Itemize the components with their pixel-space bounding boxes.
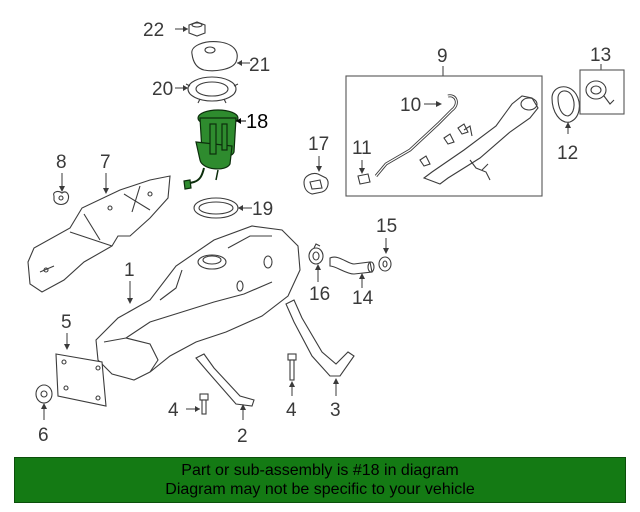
part-4-bolt-right[interactable] — [287, 353, 297, 381]
banner-line-1: Part or sub-assembly is #18 in diagram — [181, 462, 459, 479]
callout-19: 19 — [252, 199, 273, 220]
callout-3: 3 — [330, 400, 341, 421]
part-20-lock-ring[interactable] — [185, 76, 239, 104]
callout-22: 22 — [143, 20, 164, 41]
info-banner: Part or sub-assembly is #18 in diagram D… — [14, 457, 626, 503]
part-13-fuel-cap[interactable] — [579, 69, 625, 115]
callout-9: 9 — [437, 46, 448, 67]
part-21-cover[interactable] — [191, 41, 238, 72]
part-7-heat-insulator[interactable] — [27, 175, 171, 293]
callout-5: 5 — [61, 312, 72, 333]
callout-1: 1 — [124, 260, 135, 281]
callout-18: 18 — [246, 111, 268, 133]
part-9-filler-assembly[interactable] — [345, 75, 543, 197]
callout-13: 13 — [590, 45, 611, 66]
part-14-hose[interactable] — [329, 256, 375, 275]
callout-16: 16 — [309, 284, 330, 305]
part-6-grommet[interactable] — [35, 384, 53, 404]
part-12-gasket[interactable] — [551, 86, 580, 123]
part-10-breather-tube[interactable] — [374, 94, 458, 177]
callout-6: 6 — [38, 425, 49, 446]
part-19-gasket[interactable] — [193, 197, 239, 219]
callout-21: 21 — [249, 55, 270, 76]
callout-10: 10 — [400, 95, 421, 116]
callout-12: 12 — [557, 143, 578, 164]
part-15-clamp[interactable] — [378, 256, 392, 272]
parts-diagram: 22 21 20 18 19 8 7 — [27, 20, 625, 447]
part-17-clamp[interactable] — [303, 172, 329, 195]
callout-20: 20 — [152, 79, 173, 100]
callout-17: 17 — [308, 134, 329, 155]
part-8-clip[interactable] — [53, 191, 70, 206]
filler-small-clips — [419, 123, 473, 167]
part-16-clamp[interactable] — [308, 243, 324, 265]
callout-2: 2 — [237, 426, 248, 447]
part-4-bolt-left[interactable] — [199, 393, 209, 415]
part-3-strap[interactable] — [285, 299, 355, 377]
callout-4b: 4 — [286, 400, 297, 421]
callout-15: 15 — [376, 216, 397, 237]
part-11-clip[interactable] — [357, 173, 371, 185]
callout-11: 11 — [352, 138, 372, 159]
part-5-protector[interactable] — [55, 353, 107, 407]
part-18-fuel-pump[interactable] — [183, 109, 239, 190]
part-22-nut[interactable] — [188, 21, 206, 37]
part-2-strap[interactable] — [195, 353, 255, 407]
part-1-fuel-tank[interactable] — [95, 225, 301, 381]
callout-7: 7 — [100, 152, 111, 173]
banner-line-2: Diagram may not be specific to your vehi… — [165, 481, 475, 498]
callout-14: 14 — [352, 288, 374, 309]
callout-4a: 4 — [168, 400, 179, 421]
callout-8: 8 — [56, 152, 67, 173]
